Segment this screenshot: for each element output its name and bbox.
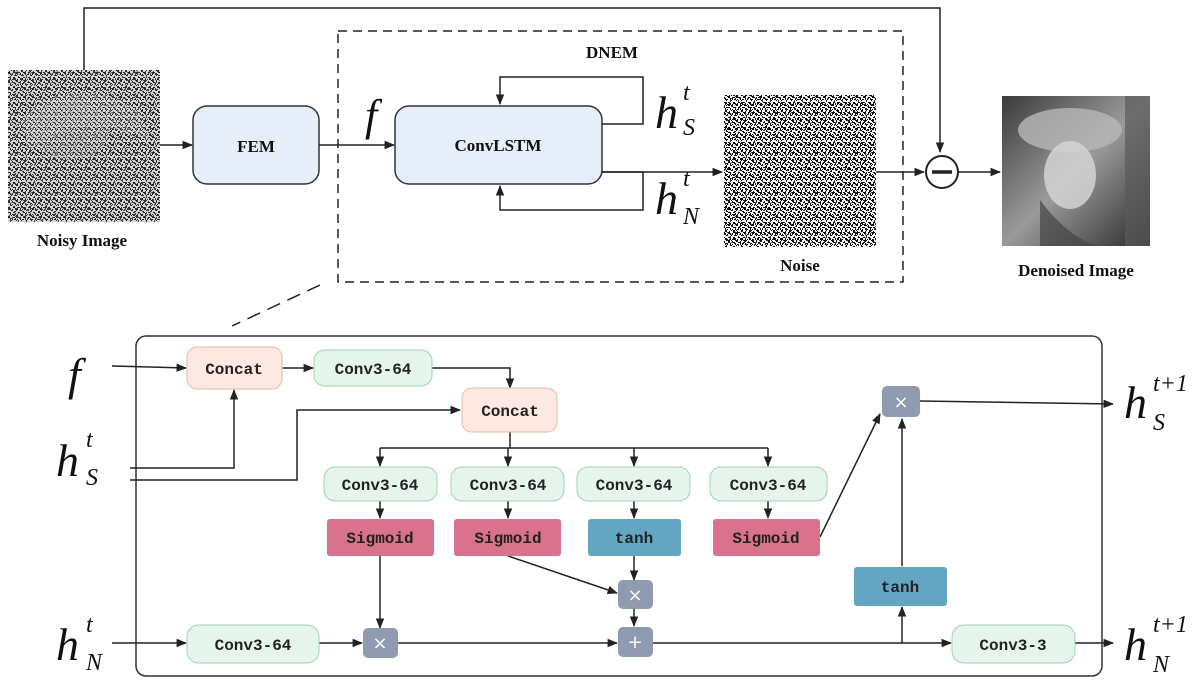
noisy-image bbox=[8, 70, 160, 222]
svg-text:Sigmoid: Sigmoid bbox=[346, 530, 413, 548]
svg-text:h: h bbox=[56, 619, 79, 670]
tanh-gate-1: tanh bbox=[588, 519, 681, 556]
svg-text:Conv3-64: Conv3-64 bbox=[335, 361, 412, 379]
svg-text:h: h bbox=[655, 87, 678, 138]
convlstm-label: ConvLSTM bbox=[455, 136, 542, 155]
mul-node-3: × bbox=[882, 386, 920, 417]
svg-text:Sigmoid: Sigmoid bbox=[474, 530, 541, 548]
noisy-image-caption: Noisy Image bbox=[37, 231, 128, 250]
skip-connection bbox=[83, 7, 945, 154]
noise-caption: Noise bbox=[780, 256, 820, 275]
svg-text:Conv3-64: Conv3-64 bbox=[470, 477, 547, 495]
svg-text:Conv3-64: Conv3-64 bbox=[730, 477, 807, 495]
svg-text:N: N bbox=[85, 650, 104, 676]
svg-text:N: N bbox=[1152, 652, 1171, 678]
mul-node-2: × bbox=[618, 580, 653, 609]
tanh-gate-2: tanh bbox=[854, 567, 947, 606]
svg-text:h: h bbox=[1124, 377, 1147, 428]
svg-text:Sigmoid: Sigmoid bbox=[732, 530, 799, 548]
svg-text:h: h bbox=[1124, 619, 1147, 670]
sigmoid-gate-1: Sigmoid bbox=[327, 519, 434, 556]
conv-output: Conv3-3 bbox=[951, 624, 1076, 664]
svg-text:t: t bbox=[86, 612, 94, 638]
concat-1: Concat bbox=[186, 346, 283, 390]
svg-text:S: S bbox=[86, 465, 98, 491]
input-hn-label: h t N bbox=[56, 612, 104, 676]
sigmoid-gate-3: Sigmoid bbox=[713, 519, 820, 556]
noise-image bbox=[724, 95, 876, 247]
svg-text:×: × bbox=[893, 392, 908, 413]
denoised-image bbox=[1002, 96, 1150, 246]
subtract-node bbox=[925, 155, 959, 189]
svg-text:S: S bbox=[683, 115, 695, 141]
svg-text:t: t bbox=[683, 166, 691, 192]
svg-text:t: t bbox=[86, 427, 94, 453]
svg-text:t+1: t+1 bbox=[1153, 612, 1188, 638]
svg-text:h: h bbox=[655, 173, 678, 224]
convlstm-module: ConvLSTM bbox=[394, 105, 603, 185]
svg-text:×: × bbox=[372, 633, 387, 654]
input-hs-label: h t S bbox=[56, 427, 98, 491]
output-hs-label: h t+1 S bbox=[1124, 371, 1188, 436]
dnem-region bbox=[337, 30, 904, 283]
svg-text:Concat: Concat bbox=[205, 361, 263, 379]
conv-hn: Conv3-64 bbox=[186, 624, 320, 664]
f-label: f bbox=[365, 91, 383, 140]
conv-gate-2: Conv3-64 bbox=[450, 466, 565, 502]
sigmoid-gate-2: Sigmoid bbox=[454, 519, 561, 556]
conv-a: Conv3-64 bbox=[313, 349, 433, 387]
hs-top-label: h t S bbox=[655, 80, 695, 141]
detail-connections bbox=[111, 363, 1115, 648]
add-node: + bbox=[618, 627, 653, 657]
svg-text:Conv3-64: Conv3-64 bbox=[596, 477, 673, 495]
svg-text:tanh: tanh bbox=[615, 530, 653, 548]
svg-text:S: S bbox=[1153, 410, 1165, 436]
conv-gate-3: Conv3-64 bbox=[576, 466, 691, 502]
conv-gate-1: Conv3-64 bbox=[323, 466, 438, 502]
svg-text:Conv3-3: Conv3-3 bbox=[979, 637, 1046, 655]
fem-module: FEM bbox=[192, 105, 320, 185]
hn-top-label: h t N bbox=[655, 166, 701, 230]
svg-text:h: h bbox=[56, 435, 79, 486]
dnem-title: DNEM bbox=[586, 43, 638, 62]
mul-node-1: × bbox=[363, 628, 398, 658]
conv-gate-4: Conv3-64 bbox=[709, 466, 828, 502]
concat-2: Concat bbox=[461, 387, 558, 433]
denoised-image-caption: Denoised Image bbox=[1018, 261, 1134, 280]
detail-connector bbox=[231, 284, 321, 327]
svg-text:+: + bbox=[627, 632, 642, 653]
svg-text:t: t bbox=[683, 80, 691, 106]
fem-label: FEM bbox=[237, 137, 275, 156]
svg-text:Conv3-64: Conv3-64 bbox=[342, 477, 419, 495]
svg-text:t+1: t+1 bbox=[1153, 371, 1188, 397]
convlstm-detail-box bbox=[135, 335, 1103, 677]
output-hn-label: h t+1 N bbox=[1124, 612, 1188, 678]
svg-text:×: × bbox=[627, 585, 642, 606]
hs-loop bbox=[495, 76, 644, 125]
svg-text:Concat: Concat bbox=[481, 403, 539, 421]
svg-text:N: N bbox=[682, 204, 701, 230]
svg-text:tanh: tanh bbox=[881, 579, 919, 597]
svg-text:Conv3-64: Conv3-64 bbox=[215, 637, 292, 655]
input-f-label: f bbox=[68, 349, 87, 400]
